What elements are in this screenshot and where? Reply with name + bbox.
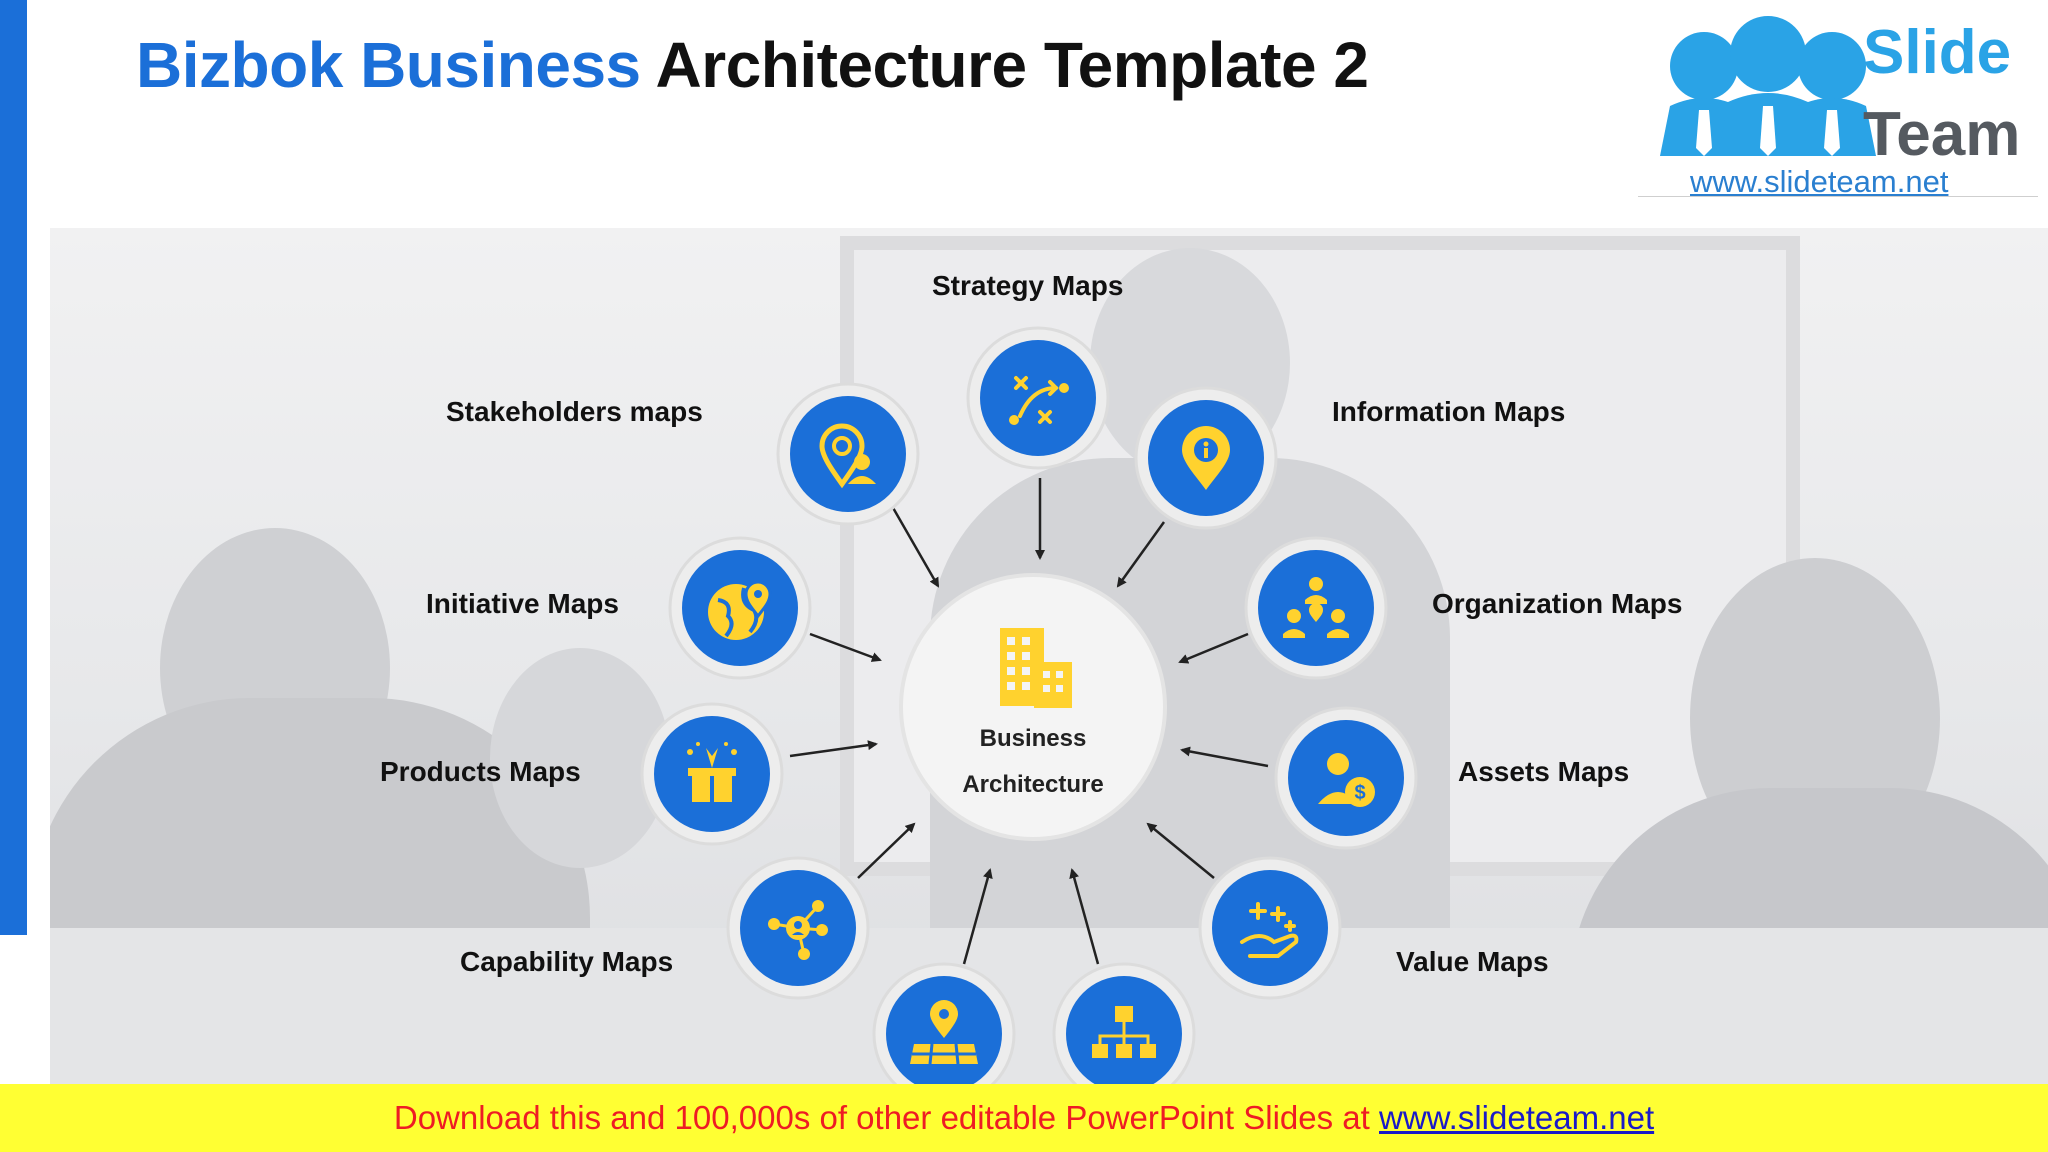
node-organization-maps[interactable] <box>1244 536 1388 680</box>
logo-word-slide: Slide <box>1863 18 2012 87</box>
arrow-node-9 <box>962 868 993 965</box>
footer-link[interactable]: www.slideteam.net <box>1379 1099 1655 1136</box>
footer-text: Download this and 100,000s of other edit… <box>393 1099 1379 1136</box>
node-strategy-maps[interactable] <box>966 326 1110 470</box>
center-label-line2: Architecture <box>962 771 1103 798</box>
node-label-information: Information Maps <box>1332 396 1566 427</box>
svg-text:$: $ <box>1354 782 1365 804</box>
node-label-strategy: Strategy Maps <box>932 270 1124 301</box>
node-bottom-9[interactable] <box>872 962 1016 1084</box>
node-label-capability: Capability Maps <box>460 946 674 977</box>
arrow-capability-maps <box>857 822 916 879</box>
node-label-organization: Organization Maps <box>1432 588 1683 619</box>
arrow-initiative-maps <box>809 632 882 662</box>
arrow-stakeholders-maps <box>890 505 940 588</box>
node-label-value: Value Maps <box>1396 946 1549 977</box>
gift-box-icon <box>687 742 737 802</box>
bg-table <box>50 928 2048 1084</box>
node-bottom-10[interactable] <box>1052 962 1196 1084</box>
left-accent-bar <box>0 0 27 935</box>
buildings-icon <box>1000 628 1072 708</box>
person-dollar-icon: $ <box>1318 753 1375 807</box>
node-initiative-maps[interactable] <box>668 536 812 680</box>
org-people-icon <box>1283 577 1349 638</box>
download-banner: Download this and 100,000s of other edit… <box>0 1084 2048 1152</box>
map-pin-grid-icon <box>910 1000 978 1065</box>
logo-word-team: Team <box>1863 100 2021 169</box>
node-label-stakeholders: Stakeholders maps <box>446 396 703 427</box>
logo-people-icon <box>1660 16 1876 156</box>
arrow-information-maps <box>1116 521 1166 588</box>
pin-person-icon <box>819 423 876 489</box>
arrow-organization-maps <box>1178 632 1249 664</box>
arrow-assets-maps <box>1180 746 1269 768</box>
title-rest: Architecture Template 2 <box>655 29 1369 101</box>
arrow-value-maps <box>1146 822 1215 879</box>
logo-divider <box>1638 196 2038 197</box>
node-value-maps[interactable] <box>1198 856 1342 1000</box>
center-node: Business Architecture <box>899 573 1167 841</box>
hierarchy-icon <box>1092 1006 1156 1058</box>
center-label-line1: Business <box>980 725 1087 752</box>
arrow-products-maps <box>789 740 878 758</box>
slideteam-logo[interactable]: Slide Team www.slideteam.net <box>1638 4 2038 200</box>
node-information-maps[interactable] <box>1134 386 1278 530</box>
architecture-diagram: Business Architecture $ <box>640 326 1418 1084</box>
node-products-maps[interactable] <box>640 702 784 846</box>
node-label-products: Products Maps <box>380 756 581 787</box>
node-label-assets: Assets Maps <box>1458 756 1630 787</box>
title-highlight: Bizbok Business <box>136 29 641 101</box>
node-label-initiative: Initiative Maps <box>426 588 619 619</box>
network-person-icon <box>768 900 828 960</box>
hand-sparkle-icon <box>1240 902 1299 958</box>
bg-woman-head <box>490 648 670 868</box>
node-stakeholders-maps[interactable] <box>776 382 920 526</box>
logo-url-link[interactable]: www.slideteam.net <box>1690 164 1949 199</box>
strategy-play-icon <box>1009 376 1069 425</box>
globe-pin-icon <box>708 580 772 640</box>
info-pin-icon <box>1182 426 1230 490</box>
node-assets-maps[interactable]: $ <box>1274 706 1418 850</box>
page-title: Bizbok Business Architecture Template 2 <box>136 28 1369 102</box>
arrow-node-10 <box>1069 868 1100 965</box>
node-capability-maps[interactable] <box>726 856 870 1000</box>
